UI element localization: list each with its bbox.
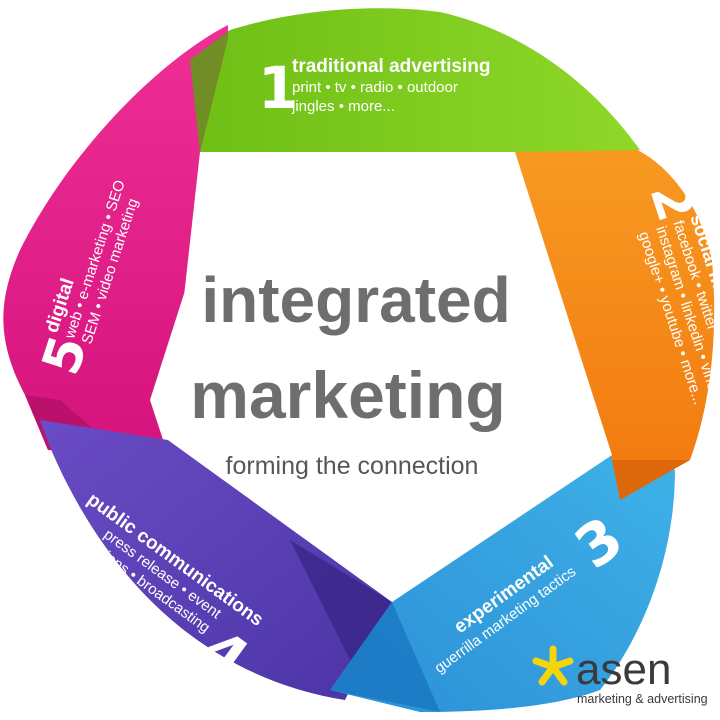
center-pentagon — [168, 152, 612, 602]
segment-5-shape — [3, 25, 230, 455]
segment-1-line-2: jingles • more... — [291, 98, 395, 115]
segment-2-fold — [612, 460, 690, 500]
asen-logo: asen marketing & advertising — [532, 645, 708, 706]
segment-1-shape — [200, 8, 640, 152]
segment-1-number: 1 — [258, 54, 298, 122]
segment-2-shape — [515, 140, 715, 500]
center-title-line2: marketing — [190, 358, 505, 432]
segment-1-fold — [190, 30, 230, 152]
segment-4-shape — [40, 420, 392, 700]
center-title-line1: integrated — [201, 264, 510, 336]
center-tagline: forming the connection — [226, 452, 479, 480]
segment-2-band — [515, 140, 715, 500]
segment-3-fold — [330, 602, 440, 712]
star-icon — [532, 645, 574, 686]
logo-tagline: marketing & advertising — [577, 692, 708, 706]
logo-word: asen — [576, 645, 671, 694]
segment-1-band — [190, 8, 640, 152]
segment-3-shape — [330, 430, 675, 712]
segment-3-band — [330, 430, 675, 712]
segment-1-label: 1 traditional advertising print • tv • r… — [258, 54, 490, 122]
segment-1-title: traditional advertising — [292, 56, 490, 77]
segment-1-line-1: print • tv • radio • outdoor — [292, 79, 458, 96]
